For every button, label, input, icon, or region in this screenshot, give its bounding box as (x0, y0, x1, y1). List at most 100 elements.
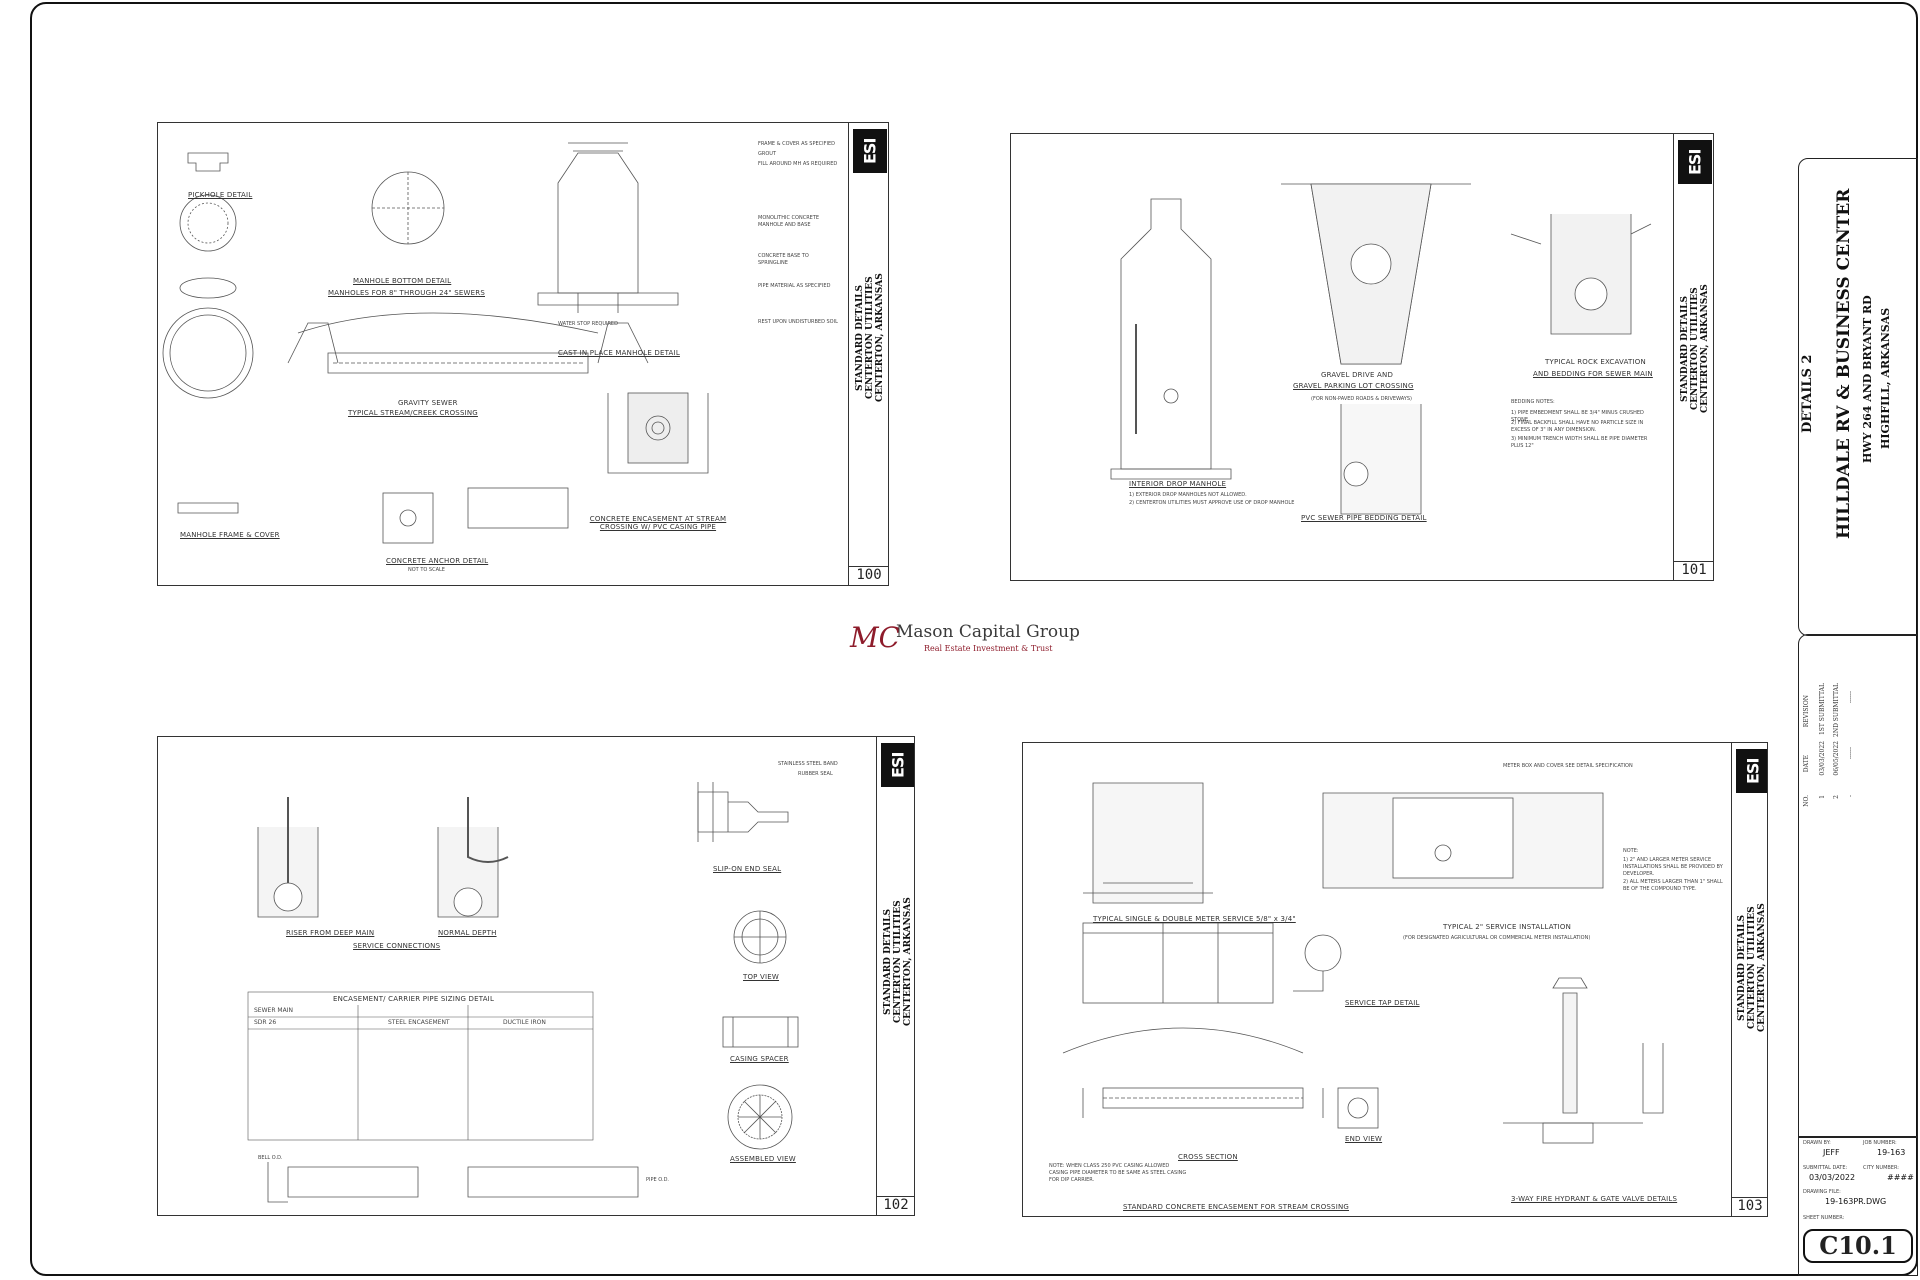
label-riser-deep-main: RISER FROM DEEP MAIN (286, 929, 375, 937)
note-bell-od: BELL O.D. (258, 1155, 283, 1161)
revision-2-date: 06/05/2022 (1833, 741, 1840, 776)
revision-1-no: 1 (1819, 795, 1826, 799)
note-non-paved: (FOR NON-PAVED ROADS & DRIVEWAYS) (1311, 396, 1412, 402)
note-pipe-od: PIPE O.D. (646, 1177, 670, 1183)
logo-tagline: Real Estate Investment & Trust (924, 644, 1053, 653)
submittal-date-label: SUBMITTAL DATE: (1803, 1165, 1848, 1171)
detail-sheet-102: RISER FROM DEEP MAIN NORMAL DEPTH SERVIC… (157, 736, 915, 1216)
note-frame-cover: FRAME & COVER AS SPECIFIED (758, 141, 835, 147)
label-cross-section: CROSS SECTION (1178, 1153, 1238, 1161)
esi-logo: ESI (1736, 749, 1767, 793)
label-gravel-parking: GRAVEL PARKING LOT CROSSING (1293, 382, 1414, 390)
note-drop-1: 1) EXTERIOR DROP MANHOLES NOT ALLOWED. (1129, 492, 1247, 498)
project-title-block: HILLDALE RV & BUSINESS CENTER HWY 264 AN… (1798, 158, 1918, 636)
sheet-100-drawing (162, 142, 709, 544)
note-drop-2: 2) CENTERTON UTILITIES MUST APPROVE USE … (1129, 500, 1295, 506)
sheet-info-block: DRAWN BY: JEFF JOB NUMBER: 19-163 SUBMIT… (1798, 1136, 1918, 1276)
note-bedding-2: 2) FINAL BACKFILL SHALL HAVE NO PARTICLE… (1511, 420, 1644, 433)
revision-2-no: 2 (1833, 795, 1840, 799)
esi-logo: ESI (853, 129, 887, 173)
table-header-ductile-iron: DUCTILE IRON (503, 1019, 546, 1026)
note-class-250: NOTE: WHEN CLASS 250 PVC CASING ALLOWED … (1049, 1163, 1187, 1183)
note-grout: GROUT (758, 151, 776, 157)
label-casing-spacer: CASING SPACER (730, 1055, 789, 1063)
label-typical-2-service: TYPICAL 2" SERVICE INSTALLATION (1443, 923, 1572, 931)
revision-3-date: ------ (1847, 747, 1854, 760)
note-pipe-material: PIPE MATERIAL AS SPECIFIED (758, 283, 831, 289)
note-note-title: NOTE: (1623, 848, 1639, 854)
esi-logo: ESI (881, 743, 914, 787)
table-header-sdr26: SDR 26 (254, 1019, 277, 1026)
table-header-steel-encasement: STEEL ENCASEMENT (388, 1019, 450, 1026)
note-concrete-base: CONCRETE BASE TO SPRINGLINE (758, 253, 809, 266)
note-meter-box: METER BOX AND COVER SEE DETAIL SPECIFICA… (1503, 763, 1633, 769)
revision-header-date: DATE (1803, 755, 1810, 773)
note-rubber-seal: RUBBER SEAL (798, 771, 833, 777)
note-rest-upon: REST UPON UNDISTURBED SOIL (758, 319, 838, 325)
city-number-value: #### (1887, 1173, 1914, 1182)
label-bedding-sewer-main: AND BEDDING FOR SEWER MAIN (1533, 370, 1653, 378)
drawing-file-label: DRAWING FILE: (1803, 1189, 1841, 1195)
label-stream-crossing: TYPICAL STREAM/CREEK CROSSING (348, 409, 478, 417)
drawn-by-label: DRAWN BY: (1803, 1140, 1831, 1146)
esi-logo: ESI (1678, 140, 1712, 184)
label-end-view: END VIEW (1345, 1135, 1383, 1143)
label-encasement-table: ENCASEMENT/ CARRIER PIPE SIZING DETAIL (333, 995, 495, 1003)
label-manhole-bottom: MANHOLE BOTTOM DETAIL (353, 277, 452, 285)
label-pvc-bedding: PVC SEWER PIPE BEDDING DETAIL (1301, 514, 1427, 522)
note-fill: FILL AROUND MH AS REQUIRED (758, 161, 838, 167)
label-service-tap: SERVICE TAP DETAIL (1345, 999, 1420, 1007)
project-name: HILLDALE RV & BUSINESS CENTER (1834, 188, 1854, 539)
sheet-103-number: 103 (1732, 1197, 1767, 1214)
label-concrete-anchor: CONCRETE ANCHOR DETAIL (386, 557, 489, 565)
note-stainless-band: STAINLESS STEEL BAND (778, 761, 838, 767)
drawing-file-value: 19-163PR.DWG (1825, 1197, 1887, 1206)
sheet-102-drawing (247, 782, 799, 1203)
revision-3-no: - (1847, 795, 1854, 798)
label-concrete-encasement: CONCRETE ENCASEMENT AT STREAM CROSSING W… (589, 515, 727, 531)
detail-sheet-103: TYPICAL SINGLE & DOUBLE METER SERVICE 5/… (1022, 742, 1768, 1217)
note-bedding-title: BEDDING NOTES: (1511, 399, 1555, 405)
note-meters-larger: 2) ALL METERS LARGER THAN 1" SHALL BE OF… (1623, 879, 1723, 892)
label-assembled-view: ASSEMBLED VIEW (730, 1155, 796, 1163)
note-2-larger-meter: 1) 2" AND LARGER METER SERVICE INSTALLAT… (1623, 857, 1723, 877)
label-gravity-sewer: GRAVITY SEWER (398, 399, 458, 407)
sheet-102-number: 102 (877, 1196, 914, 1213)
detail-sheet-101: INTERIOR DROP MANHOLE GRAVEL DRIVE AND G… (1010, 133, 1714, 581)
sheet-number-label: SHEET NUMBER: (1803, 1215, 1845, 1221)
note-designated: (FOR DESIGNATED AGRICULTURAL OR COMMERCI… (1403, 935, 1591, 941)
logo-mark: MC (850, 621, 901, 654)
label-top-view: TOP VIEW (743, 973, 780, 981)
note-water-stop: WATER STOP REQUIRED (558, 321, 618, 327)
note-not-to-scale: NOT TO SCALE (408, 567, 445, 573)
label-interior-drop-manhole: INTERIOR DROP MANHOLE (1129, 480, 1227, 488)
revision-1-desc: 1ST SUBMITTAL (1819, 683, 1826, 736)
project-address-2: HIGHFILL, ARKANSAS (1879, 307, 1892, 449)
sheet-title: DETAILS 2 (1800, 354, 1815, 434)
sheet-number-value: C10.1 (1803, 1229, 1913, 1263)
revision-2-desc: 2ND SUBMITTAL (1833, 683, 1840, 737)
note-bedding-3: 3) MINIMUM TRENCH WIDTH SHALL BE PIPE DI… (1511, 436, 1648, 449)
label-gravel-drive: GRAVEL DRIVE AND (1321, 371, 1394, 379)
mason-capital-logo: MC Mason Capital Group Real Estate Inves… (850, 618, 1090, 658)
label-stream-encasement: STANDARD CONCRETE ENCASEMENT FOR STREAM … (1123, 1203, 1350, 1211)
revision-3-desc: ------ (1847, 691, 1854, 704)
revision-1-date: 03/03/2022 (1819, 741, 1826, 776)
note-bedding-1: 1) PIPE EMBEDMENT SHALL BE 3/4" MINUS CR… (1511, 410, 1644, 423)
detail-sheet-100: PICKHOLE DETAIL MANHOLE BOTTOM DETAIL MA… (157, 122, 889, 586)
submittal-date-value: 03/03/2022 (1809, 1173, 1856, 1182)
label-cast-in-place: CAST IN PLACE MANHOLE DETAIL (558, 349, 680, 357)
sheet-103-drawing (1062, 782, 1664, 1144)
sheet-101-drawing (1110, 183, 1652, 515)
label-fire-hydrant: 3-WAY FIRE HYDRANT & GATE VALVE DETAILS (1511, 1195, 1678, 1203)
sheet-101-number: 101 (1674, 561, 1713, 578)
label-service-connections: SERVICE CONNECTIONS (353, 942, 441, 950)
label-rock-excavation: TYPICAL ROCK EXCAVATION (1545, 358, 1646, 366)
logo-name: Mason Capital Group (896, 622, 1080, 642)
